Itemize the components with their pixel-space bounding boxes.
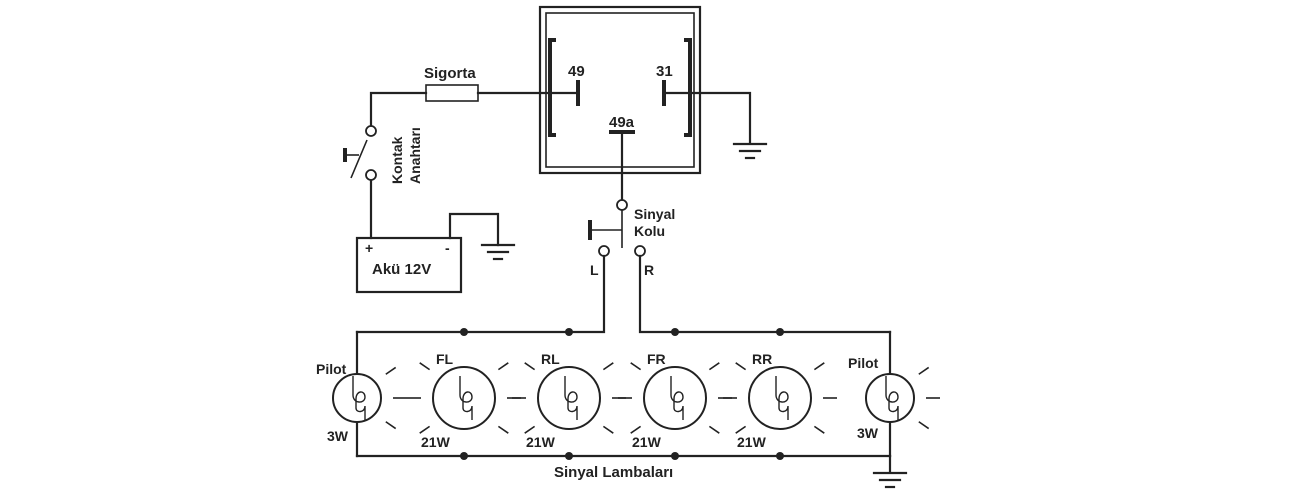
lamp-power-label: 21W [421,434,451,450]
ignition-switch-label-2: Anahtarı [407,127,423,184]
lamp-bulb [643,366,707,430]
lamp-power-label: 3W [327,428,349,444]
lamp-light-ray [630,425,642,434]
lamp-0: Pilot 3W [316,361,407,444]
lamp-light-ray [735,425,747,434]
fuse-body [425,84,479,102]
lamp-filament [564,376,578,420]
wire-switch-to-fuse [369,91,428,128]
lamp-light-ray [602,362,614,371]
lamp-bulb [332,373,382,423]
lamp-light-ray [419,425,431,434]
signal-switch-left-label: L [590,262,599,278]
lamp-name-label: Pilot [848,355,879,371]
flasher-inner-frame [545,12,695,168]
lamp-light-ray [419,362,431,371]
lamp-light-ray [602,425,614,434]
signal-switch-label-2: Kolu [634,223,665,239]
lamp-bulb [432,366,496,430]
signal-switch-terminal-left [598,245,610,257]
lamp-bulb [865,373,915,423]
lamp-light-ray [385,366,397,375]
lamp-light-ray [813,362,825,371]
battery-label: Akü 12V [372,261,431,278]
lamp-filament [775,376,789,420]
supply-wiring [369,91,768,240]
lamp-filament [670,376,684,420]
terminal-49a-label: 49a [609,114,635,131]
lamp-name-label: Pilot [316,361,347,377]
lamp-3: FR 21W [618,351,732,450]
lamp-bulb [748,366,812,430]
wire-left-bus [355,254,606,334]
lamp-light-ray [918,421,930,430]
lamp-light-ray [524,362,536,371]
junction-fr-top [671,328,679,336]
lamp-power-label: 21W [632,434,662,450]
flasher-outer-frame [538,5,702,175]
lamp-light-ray [497,425,509,434]
lamp-light-ray [813,425,825,434]
lamp-filament [352,376,366,420]
signal-switch-label-1: Sinyal [634,206,675,222]
ignition-switch-blade [350,139,368,179]
lamp-power-label: 21W [737,434,767,450]
lamp-light-ray [385,421,397,430]
lamp-2: RL 21W [512,351,626,450]
junction-fl-top [460,328,468,336]
junction-rl-bottom [565,452,573,460]
lamp-light-ray [918,366,930,375]
lamp-bulb [537,366,601,430]
junction-fl-bottom [460,452,468,460]
flasher-left-bracket [548,38,556,137]
ignition-switch-terminal-top [365,125,377,137]
lamp-4: RR 21W [723,351,837,450]
wire-battery-to-ground [448,212,500,247]
fuse-label: Sigorta [424,65,476,82]
lamp-5: Pilot 3W [848,355,940,441]
lamp-light-ray [708,362,720,371]
lamp-power-label: 3W [857,425,879,441]
lamp-filament [885,376,899,420]
lamp-1: FL 21W [407,351,521,450]
lamp-name-label: FL [436,351,454,367]
lamp-group: Pilot 3W FL 21W RL 21W FR 21W RR 21W Pilot 3W [316,351,940,450]
flasher-right-bracket [684,38,692,137]
lamp-bus [355,328,908,489]
signal-switch-common-terminal [616,199,628,211]
lamp-light-ray [735,362,747,371]
junction-rr-bottom [776,452,784,460]
lamp-light-ray [497,362,509,371]
lamp-light-ray [708,425,720,434]
terminal-31-label: 31 [656,63,673,80]
wire-31-to-ground [662,91,752,145]
wire-right-bus [638,254,892,334]
lamp-light-ray [630,362,642,371]
junction-rr-top [776,328,784,336]
ignition-switch-terminal-bottom [365,169,377,181]
battery-plus: + [365,240,373,256]
ignition-switch: Kontak Anahtarı [343,125,423,184]
signal-switch: Sinyal Kolu L R [355,130,892,334]
lamp-light-ray [524,425,536,434]
lamp-filament [459,376,473,420]
terminal-49-label: 49 [568,63,585,80]
lamp-name-label: RR [752,351,772,367]
junction-fr-bottom [671,452,679,460]
junction-rl-top [565,328,573,336]
fuse: Sigorta [424,65,479,102]
lamp-power-label: 21W [526,434,556,450]
battery: + - Akü 12V [355,212,516,294]
signal-switch-right-label: R [644,262,654,278]
flasher-unit: 49 31 49a [538,5,702,175]
lamp-name-label: RL [541,351,560,367]
lamp-name-label: FR [647,351,666,367]
ignition-switch-label-1: Kontak [389,136,405,184]
battery-minus: - [445,240,450,256]
signal-lamps-caption: Sinyal Lambaları [554,464,673,481]
signal-switch-terminal-right [634,245,646,257]
battery-body [355,236,463,294]
